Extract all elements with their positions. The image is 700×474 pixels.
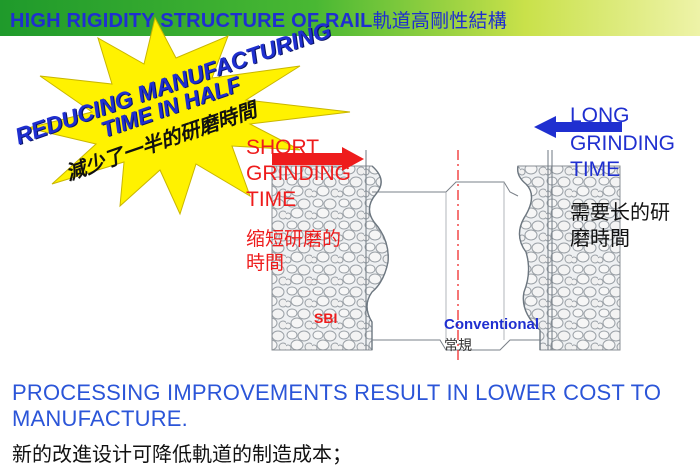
conventional-label: Conventional bbox=[444, 316, 540, 333]
starburst-callout: REDUCING MANUFACTURING TIME IN HALF 減少了一… bbox=[0, 14, 360, 224]
title-chinese: 軌道高剛性結構 bbox=[372, 11, 507, 32]
blue-arrow-icon bbox=[534, 116, 622, 138]
short-grinding-line2: GRINDING bbox=[246, 162, 351, 185]
long-grinding-line3: TIME bbox=[570, 158, 621, 181]
starburst-shape bbox=[27, 16, 351, 216]
title-english: HIGH RIGIDITY STRUCTURE OF RAIL bbox=[10, 10, 373, 32]
rail-body-outline bbox=[372, 181, 519, 197]
short-grinding-cn-line1: 缩短研磨的 bbox=[246, 229, 342, 250]
footer-chinese-caption: 新的改進设计可降低軌道的制造成本； bbox=[12, 444, 352, 466]
footer-english-caption: PROCESSING IMPROVEMENTS RESULT IN LOWER … bbox=[12, 380, 662, 431]
long-grinding-line2: GRINDING bbox=[570, 132, 675, 155]
conventional-cn-label: 常規 bbox=[444, 337, 472, 353]
short-grinding-line1: SHORT bbox=[246, 136, 320, 159]
rail-bottom-outline bbox=[372, 339, 540, 351]
conventional-ground-surface bbox=[547, 150, 553, 350]
title-bar: HIGH RIGIDITY STRUCTURE OF RAIL軌道高剛性結構 bbox=[0, 0, 700, 36]
short-grinding-line3: TIME bbox=[246, 188, 297, 211]
rail-flange-line bbox=[445, 182, 505, 340]
long-grinding-cn-line2: 磨時間 bbox=[570, 228, 630, 250]
long-grinding-line1: LONG bbox=[570, 104, 630, 127]
long-grinding-cn-line1: 需要长的研 bbox=[570, 202, 670, 224]
sbi-label: SBI bbox=[314, 310, 338, 326]
red-arrow-icon bbox=[272, 147, 364, 171]
slide-title: HIGH RIGIDITY STRUCTURE OF RAIL軌道高剛性結構 bbox=[10, 6, 507, 33]
conventional-groove-outline bbox=[516, 165, 541, 350]
short-grinding-cn-line2: 時間 bbox=[246, 253, 285, 274]
